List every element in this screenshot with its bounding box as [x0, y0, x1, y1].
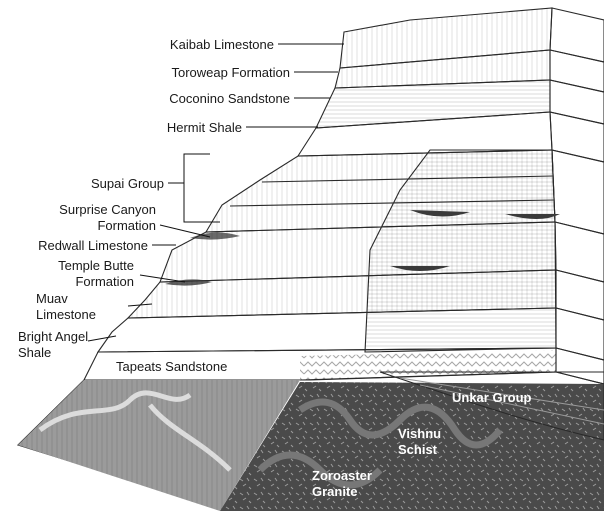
label-muav-line1: Muav [36, 291, 68, 306]
label-surprise-canyon-line1: Surprise Canyon [59, 202, 156, 217]
label-unkar-group: Unkar Group [452, 390, 532, 405]
label-bright-angel-line2: Shale [18, 345, 51, 360]
label-hermit-shale: Hermit Shale [167, 120, 242, 135]
label-toroweap-formation: Toroweap Formation [172, 65, 291, 80]
label-temple-butte-line1: Temple Butte [58, 258, 134, 273]
label-tapeats-sandstone: Tapeats Sandstone [116, 359, 227, 374]
label-redwall-limestone: Redwall Limestone [38, 238, 148, 253]
label-vishnu-line1: Vishnu [398, 426, 441, 441]
label-coconino-sandstone: Coconino Sandstone [169, 91, 290, 106]
label-vishnu-line2: Schist [398, 442, 438, 457]
label-zoroaster-line2: Granite [312, 484, 358, 499]
label-zoroaster-line1: Zoroaster [312, 468, 372, 483]
label-muav-line2: Limestone [36, 307, 96, 322]
label-supai-group: Supai Group [91, 176, 164, 191]
label-temple-butte-line2: Formation [75, 274, 134, 289]
label-surprise-canyon-line2: Formation [97, 218, 156, 233]
right-face-bands [550, 8, 604, 384]
label-kaibab-limestone: Kaibab Limestone [170, 37, 274, 52]
label-bright-angel-line1: Bright Angel [18, 329, 88, 344]
